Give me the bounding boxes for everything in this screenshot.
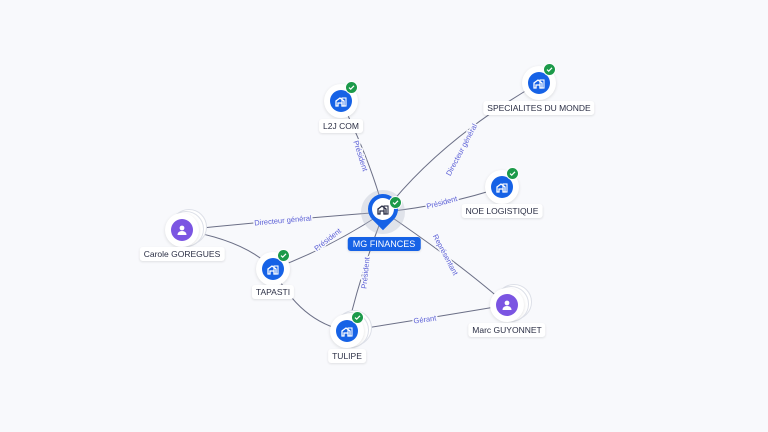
verified-check-icon bbox=[543, 63, 556, 76]
node-label-tapasti[interactable]: TAPASTI bbox=[251, 285, 295, 299]
node-disc bbox=[324, 84, 358, 118]
node-label-noe[interactable]: NOE LOGISTIQUE bbox=[461, 204, 543, 218]
verified-check-icon bbox=[345, 81, 358, 94]
node-disc bbox=[165, 213, 199, 247]
node-label-l2j[interactable]: L2J COM bbox=[319, 119, 363, 133]
edge-label-marc-center: Représentant bbox=[431, 233, 461, 278]
verified-check-icon bbox=[351, 311, 364, 324]
verified-check-icon bbox=[277, 249, 290, 262]
node-label-spec[interactable]: SPECIALITES DU MONDE bbox=[483, 101, 595, 115]
center-node-label[interactable]: MG FINANCES bbox=[347, 237, 421, 251]
building-icon bbox=[262, 258, 284, 280]
node-disc bbox=[256, 252, 290, 286]
edge-label-center-tulipe: Président bbox=[359, 256, 371, 289]
building-icon bbox=[330, 90, 352, 112]
edge-label-carole-center: Directeur général bbox=[254, 213, 312, 227]
building-icon bbox=[372, 198, 394, 220]
verified-check-icon bbox=[389, 196, 402, 209]
edge-label-center-spec: Directeur général bbox=[444, 122, 479, 177]
node-disc bbox=[522, 66, 556, 100]
node-label-carole[interactable]: Carole GOREGUES bbox=[139, 247, 225, 261]
building-icon bbox=[336, 320, 358, 342]
verified-check-icon bbox=[506, 167, 519, 180]
node-label-marc[interactable]: Marc GUYONNET bbox=[468, 323, 546, 337]
edge-center-spec bbox=[383, 82, 540, 213]
building-icon bbox=[528, 72, 550, 94]
node-disc bbox=[490, 288, 524, 322]
person-icon bbox=[496, 294, 518, 316]
edge-label-center-l2j: Président bbox=[351, 139, 370, 173]
person-icon bbox=[171, 219, 193, 241]
edge-label-marc-tulipe: Gérant bbox=[413, 313, 438, 325]
node-label-tulipe[interactable]: TULIPE bbox=[328, 349, 366, 363]
edge-label-center-noe: Président bbox=[425, 194, 459, 211]
building-icon bbox=[491, 176, 513, 198]
